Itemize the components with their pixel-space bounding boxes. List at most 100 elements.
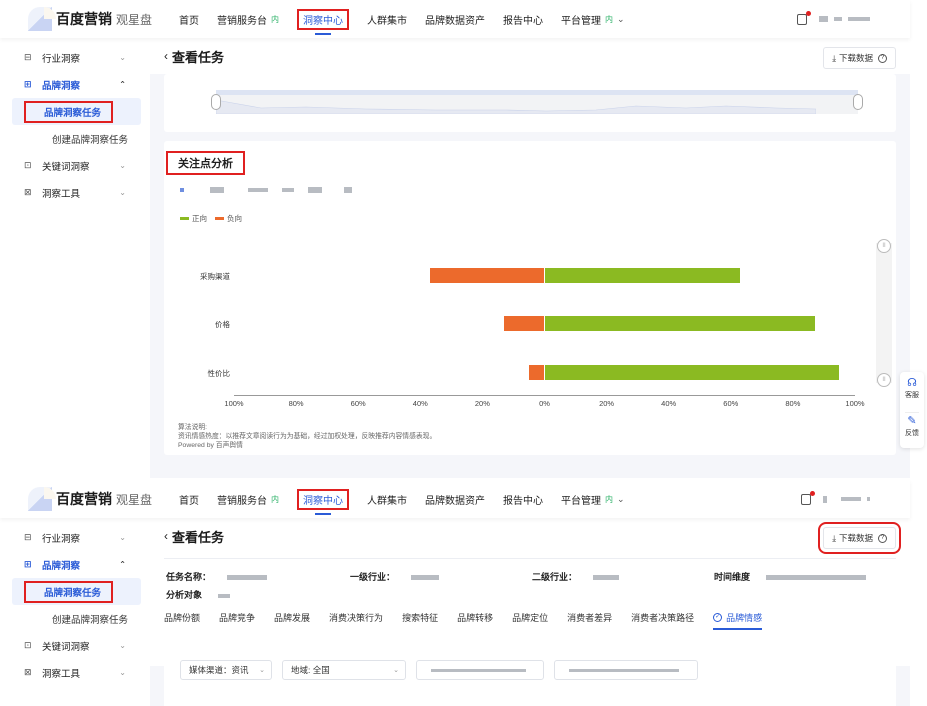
nav-insight-center[interactable]: 洞察中心 (297, 0, 350, 38)
back-icon[interactable]: ‹ (164, 529, 168, 543)
sidebar-item-industry-insight[interactable]: ⊟ 行业洞察 ⌄ (24, 52, 126, 65)
chart-legend: 正向 负向 (180, 213, 250, 224)
slider-handle-top[interactable]: II (877, 239, 891, 253)
x-tick-label: 0% (539, 399, 550, 408)
sidebar-item-industry-insight[interactable]: ⊟ 行业洞察 ⌄ (24, 532, 126, 545)
nav-platform-admin[interactable]: 平台管理内⌄ (561, 493, 625, 507)
slider-handle-bottom[interactable]: II (877, 373, 891, 387)
chevron-down-icon: ⌄ (119, 53, 126, 62)
media-channel-select[interactable]: 媒体渠道：资讯⌄ (180, 660, 272, 680)
sidebar-item-brand-insight[interactable]: ⊞ 品牌洞察 ⌃ (24, 79, 126, 92)
tab-brand-competition[interactable]: 品牌竞争 (219, 612, 256, 623)
chevron-down-icon: ⌄ (617, 13, 625, 24)
download-data-button[interactable]: ⤓ 下载数据 ? (823, 47, 896, 69)
download-icon: ⤓ (832, 532, 836, 543)
chevron-down-icon: ⌄ (119, 161, 126, 170)
nav-brand-data-assets[interactable]: 品牌数据资产 (425, 15, 486, 27)
tab-brand-share[interactable]: 品牌份额 (164, 612, 201, 623)
avatar[interactable] (823, 495, 827, 503)
x-tick-label: 20% (474, 399, 490, 408)
nav-audience-market[interactable]: 人群集市 (367, 15, 408, 27)
floating-action-bar: ☊ 客服 ✎ 反馈 (900, 372, 924, 448)
tab-brand-transfer[interactable]: 品牌转移 (457, 612, 494, 623)
nav-service-desk[interactable]: 营销服务台内 (217, 14, 280, 27)
feedback-button[interactable]: ✎ 反馈 (905, 415, 919, 438)
help-icon[interactable]: ? (878, 53, 887, 63)
back-icon[interactable]: ‹ (164, 49, 168, 63)
tab-consumer-decision-path[interactable]: 消费者决策路径 (631, 612, 695, 623)
slider-handle-right[interactable] (853, 94, 863, 110)
legend-negative[interactable]: 负向 (215, 213, 242, 224)
chevron-down-icon: ⌄ (119, 533, 126, 542)
vertical-zoom-slider[interactable]: II II (876, 239, 892, 387)
logo-icon (28, 7, 56, 31)
logo[interactable]: 百度营销 观星盘 (28, 0, 152, 38)
pen-icon: ✎ (907, 415, 917, 428)
keyword-icon: ⊡ (24, 160, 32, 170)
tab-brand-positioning[interactable]: 品牌定位 (512, 612, 549, 623)
tab-brand-sentiment[interactable]: ✓ 品牌情感 (713, 604, 763, 630)
tab-consumer-differences[interactable]: 消费者差异 (567, 612, 613, 623)
tab-brand-development[interactable]: 品牌发展 (274, 612, 311, 623)
internal-badge: 内 (271, 14, 280, 24)
help-icon[interactable]: ? (878, 533, 887, 543)
nav-audience-market[interactable]: 人群集市 (367, 495, 408, 507)
sidebar-item-create-brand-task[interactable]: 创建品牌洞察任务 (52, 614, 129, 626)
check-circle-icon: ✓ (713, 612, 723, 622)
category-label: 采购渠道 (200, 272, 230, 281)
sidebar-item-keyword-insight[interactable]: ⊡ 关键词洞察 ⌄ (24, 160, 126, 173)
nav-report-center[interactable]: 报告中心 (503, 495, 544, 507)
bar-negative[interactable] (429, 268, 545, 283)
page-title: 查看任务 (172, 49, 225, 65)
sidebar-item-create-brand-task[interactable]: 创建品牌洞察任务 (52, 134, 129, 146)
chevron-up-icon: ⌃ (119, 560, 126, 569)
nav-insight-center[interactable]: 洞察中心 (297, 480, 350, 518)
time-range-slider[interactable] (216, 90, 858, 114)
region-select[interactable]: 地域: 全国⌄ (282, 660, 406, 680)
tab-search-features[interactable]: 搜索特征 (402, 612, 439, 623)
notification-icon[interactable] (797, 10, 811, 25)
x-axis (234, 395, 855, 396)
nav-platform-admin[interactable]: 平台管理内⌄ (561, 13, 625, 27)
sidebar: ⊟ 行业洞察 ⌄ ⊞ 品牌洞察 ⌃ 品牌洞察任务 创建品牌洞察任务 ⊡ 关键词洞… (0, 38, 150, 478)
sidebar-item-brand-insight[interactable]: ⊞ 品牌洞察 ⌃ (24, 559, 126, 572)
sidebar-item-brand-insight-tasks[interactable]: 品牌洞察任务 (12, 578, 141, 605)
keyword-icon: ⊡ (24, 640, 32, 650)
legend-positive[interactable]: 正向 (180, 213, 207, 224)
download-data-button[interactable]: ⤓ 下载数据 ? (818, 522, 901, 554)
top-screenshot: 百度营销 观星盘 首页 营销服务台内 洞察中心 人群集市 品牌数据资产 报告中心… (0, 0, 924, 478)
nav-home[interactable]: 首页 (179, 495, 200, 507)
notification-icon[interactable] (801, 490, 815, 505)
industry-icon: ⊟ (24, 52, 32, 62)
user-account-redacted (841, 497, 861, 501)
industry-icon: ⊟ (24, 532, 32, 542)
bottom-screenshot: 百度营销 观星盘 首页 营销服务台内 洞察中心 人群集市 品牌数据资产 报告中心… (0, 480, 927, 706)
nav-home[interactable]: 首页 (179, 15, 200, 27)
redacted-select-1[interactable] (416, 660, 544, 680)
nav-service-desk[interactable]: 营销服务台内 (217, 494, 280, 507)
avatar[interactable] (819, 16, 828, 22)
internal-badge: 内 (605, 14, 614, 24)
customer-service-button[interactable]: ☊ 客服 (905, 377, 919, 399)
chevron-up-icon: ⌃ (119, 80, 126, 89)
nav-report-center[interactable]: 报告中心 (503, 15, 544, 27)
tab-consumer-decision-behavior[interactable]: 消费决策行为 (329, 612, 384, 623)
sidebar-item-brand-insight-tasks[interactable]: 品牌洞察任务 (12, 98, 141, 125)
bar-negative[interactable] (528, 365, 545, 380)
slider-handle-left[interactable] (211, 94, 221, 110)
redacted-select-2[interactable] (554, 660, 698, 680)
bar-positive[interactable] (544, 365, 840, 380)
logo[interactable]: 百度营销 观星盘 (28, 480, 152, 518)
section-title: 关注点分析 (166, 151, 245, 175)
sidebar-item-insight-tools[interactable]: ⊠ 洞察工具 ⌄ (24, 187, 126, 200)
bar-positive[interactable] (544, 268, 741, 283)
logo-text: 百度营销 (56, 11, 112, 27)
nav-brand-data-assets[interactable]: 品牌数据资产 (425, 495, 486, 507)
x-tick-label: 60% (350, 399, 366, 408)
chevron-down-icon: ⌄ (617, 493, 625, 504)
sidebar-item-keyword-insight[interactable]: ⊡ 关键词洞察 ⌄ (24, 640, 126, 653)
bar-negative[interactable] (504, 316, 545, 331)
analysis-target-field: 分析对象 (166, 588, 231, 601)
bar-positive[interactable] (544, 316, 815, 331)
sidebar-item-insight-tools[interactable]: ⊠ 洞察工具 ⌄ (24, 667, 126, 680)
